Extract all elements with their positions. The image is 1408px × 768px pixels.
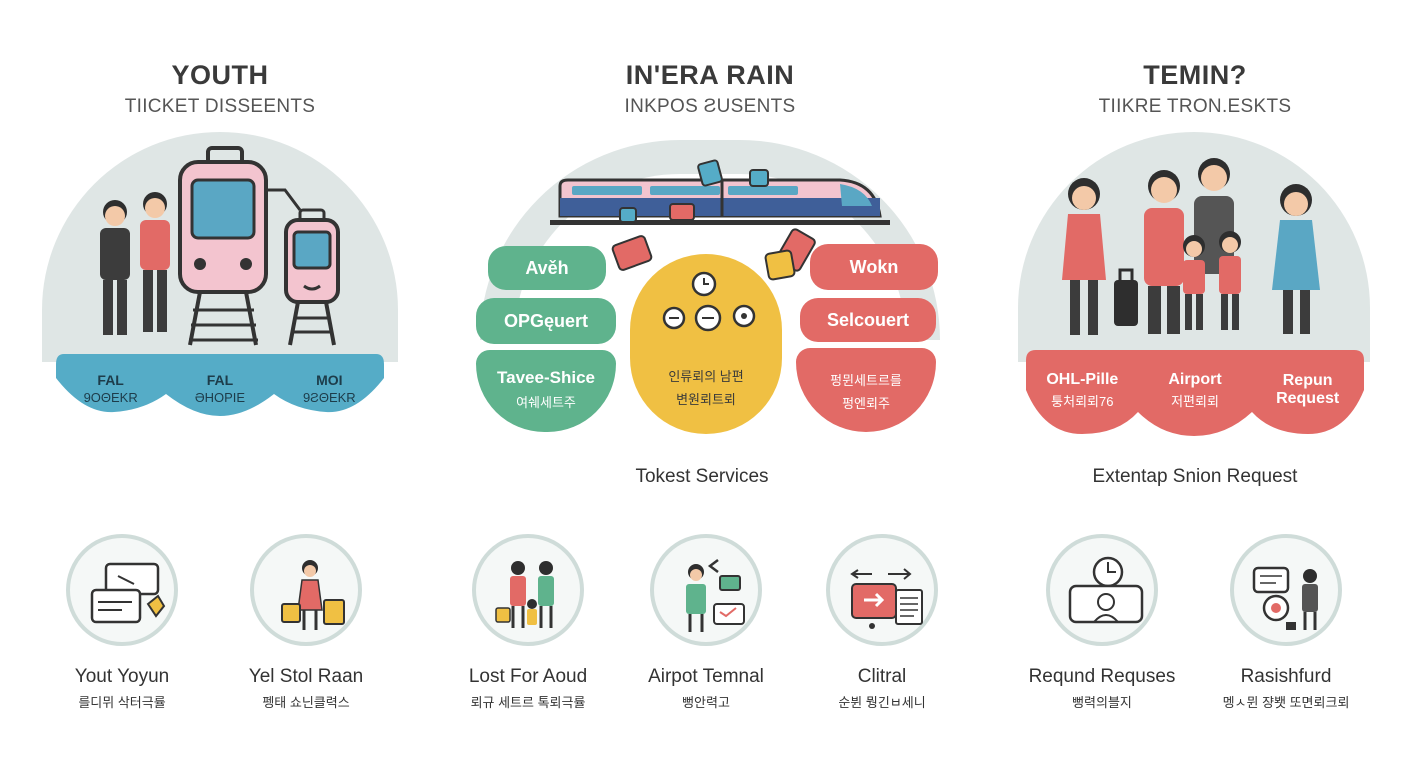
- clock-icon: [691, 271, 717, 297]
- bubble-text: 여쉐세트주: [516, 395, 576, 410]
- youth-person-icon: [140, 192, 170, 332]
- refund-clock-icon: [1068, 556, 1144, 624]
- youth-ticket-icon: [90, 562, 166, 624]
- youth-title: YOUTH: [171, 60, 269, 90]
- youth-band: FAL 9OΘEKR FAL ƏHOPIE MOI 9ƧΘEKR: [56, 370, 384, 406]
- document-transfer-icon: [850, 568, 923, 629]
- flying-tickets-icon: [611, 228, 816, 281]
- shopping-woman-icon: [281, 560, 345, 630]
- clock-icon: [662, 306, 686, 330]
- airport-person-icon: [686, 559, 745, 632]
- clock-icon: [732, 304, 756, 328]
- service-label: Reqund Requses: [1028, 666, 1176, 687]
- service-label: Clitral: [857, 666, 907, 687]
- temin-subtitle: TIIKRE TRON.ESKTS: [1098, 96, 1292, 117]
- child-icon: [1183, 235, 1205, 330]
- service-label: Yout Yoyun: [74, 666, 170, 687]
- floating-ticket-icon: [619, 159, 769, 223]
- service-sublabel: 뻥력의블지: [1072, 695, 1132, 710]
- service-sublabel: 순뷘 뭥긴ㅂ세니: [838, 695, 926, 710]
- service-lost-found-button[interactable]: [472, 534, 584, 646]
- bubble-text: 변원뢰트뢰: [676, 392, 736, 407]
- temin-band-item-title: Airport: [1168, 370, 1222, 388]
- service-sublabel: 멩ㅅ뮌 쟝봿 또면뢰크뢰: [1222, 695, 1350, 710]
- ticket-services-label: Tokest Services: [635, 466, 769, 487]
- temin-band-item[interactable]: Repun Request: [1258, 372, 1358, 408]
- temin-band-item-text: 퉁처뢰뢰76: [1051, 393, 1114, 409]
- service-shopping-button[interactable]: [250, 534, 362, 646]
- service-airport-button[interactable]: [650, 534, 762, 646]
- bubble-green[interactable]: Tavee-Shice 여쉐세트주: [476, 350, 616, 432]
- youth-band-item-text: 9ƧΘEKR: [302, 389, 356, 405]
- youth-illustration: [100, 146, 340, 346]
- service-sublabel: 뻥안력고: [682, 695, 730, 710]
- temin-band-item-text: 저편뢰뢰: [1171, 393, 1219, 409]
- tram-icon: [178, 146, 268, 346]
- service-label: Yel Stol Raan: [248, 666, 364, 687]
- service-youth-button[interactable]: [66, 534, 178, 646]
- temin-band-item[interactable]: Airport 저편뢰뢰: [1145, 371, 1245, 410]
- family-illustration: [1062, 158, 1320, 335]
- train-illustration: [550, 159, 890, 225]
- chat-support-icon: [1252, 566, 1318, 630]
- youth-band-item-text: ƏHOPIE: [194, 389, 246, 405]
- youth-band-item[interactable]: FAL 9OΘEKR: [61, 372, 161, 405]
- man-icon: [1194, 158, 1234, 274]
- pill-wokn[interactable]: Wokn: [810, 244, 938, 290]
- bubble-text: 펑엔뢰주: [842, 396, 890, 411]
- luggage-icon: [1114, 268, 1138, 326]
- woman-icon: [1062, 178, 1106, 335]
- service-label: Lost For Aoud: [468, 666, 588, 687]
- youth-band-item-title: MOI: [316, 371, 343, 388]
- temin-band-shape: [1026, 350, 1364, 436]
- service-label: Airpot Temnal: [648, 666, 764, 687]
- bubble-title: 인류뢰의 남편: [668, 369, 744, 384]
- woman-icon: [1272, 184, 1320, 334]
- youth-band-item[interactable]: MOI 9ƧΘEKR: [279, 372, 379, 405]
- pill-opgeuert[interactable]: OPGęuert: [476, 298, 616, 344]
- clock-icons: [662, 271, 756, 332]
- man-icon: [1144, 170, 1184, 334]
- youth-band-item-text: 9OΘEKR: [83, 389, 138, 405]
- extension-request-label: Extentap Snion Request: [1092, 466, 1298, 487]
- pill-selcouert[interactable]: Selcouert: [800, 298, 936, 342]
- youth-band-shape: [56, 354, 384, 416]
- service-sublabel: 를디뮈 삭터극률: [78, 695, 166, 710]
- service-sublabel: 펭태 쇼닌클력스: [262, 695, 350, 710]
- youth-subtitle: TIICKET DISSEENTS: [124, 96, 316, 117]
- temin-band-item[interactable]: OHL-Pille 퉁처뢰뢰76: [1032, 371, 1132, 410]
- train-icon: [550, 178, 890, 225]
- temin-band-item-title: OHL-Pille: [1046, 370, 1119, 388]
- clock-icon: [694, 304, 722, 332]
- service-label: Rasishfurd: [1240, 666, 1332, 687]
- temin-band: OHL-Pille 퉁처뢰뢰76 Airport 저편뢰뢰 Repun Requ…: [1026, 370, 1364, 410]
- youth-band-item-title: FAL: [206, 371, 234, 388]
- service-refund-button[interactable]: [1046, 534, 1158, 646]
- inter-subtitle: INKPOS ƧUSENTS: [624, 96, 796, 117]
- service-sublabel: 뢰규 세트르 톡뢰극률: [470, 695, 586, 710]
- service-central-button[interactable]: [826, 534, 938, 646]
- child-icon: [1219, 231, 1241, 330]
- inter-title: IN'ERA RAIN: [625, 60, 795, 90]
- bubble-title: 펑뮌세트르를: [830, 373, 902, 388]
- youth-band-item-title: FAL: [97, 371, 124, 388]
- youth-person-icon: [100, 200, 130, 335]
- small-tram-icon: [265, 188, 340, 346]
- pill-avueh[interactable]: Avěh: [488, 246, 606, 290]
- temin-band-item-text: Request: [1276, 390, 1340, 407]
- temin-band-item-title: Repun: [1282, 372, 1333, 389]
- youth-band-item[interactable]: FAL ƏHOPIE: [170, 372, 270, 405]
- service-support-button[interactable]: [1230, 534, 1342, 646]
- bubble-red[interactable]: 펑뮌세트르를 펑엔뢰주: [796, 348, 936, 432]
- family-luggage-icon: [495, 561, 554, 628]
- bubble-title: Tavee-Shice: [497, 368, 595, 387]
- temin-title: TEMIN?: [1143, 60, 1247, 90]
